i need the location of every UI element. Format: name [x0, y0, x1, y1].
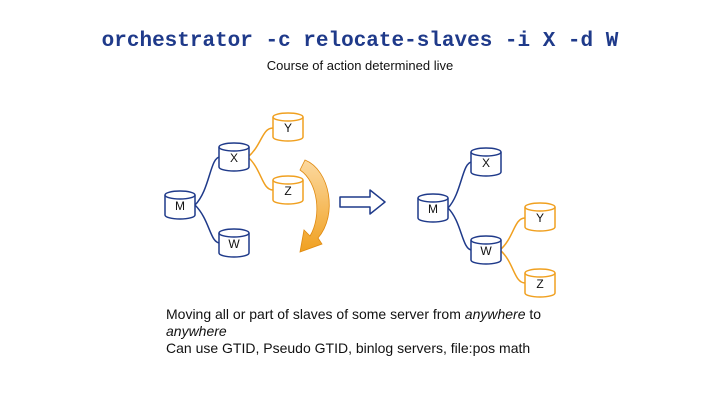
before-node-z-label: Z [284, 184, 291, 198]
page-title: orchestrator -c relocate-slaves -i X -d … [101, 30, 619, 53]
before-node-z: Z [272, 175, 304, 205]
after-node-m-label: M [428, 202, 438, 216]
caption-line-3: Can use GTID, Pseudo GTID, binlog server… [166, 340, 531, 356]
before-node-w-label: W [228, 237, 240, 251]
before-node-w: W [218, 228, 250, 258]
before-node-x-label: X [230, 151, 238, 165]
after-node-w-label: W [480, 244, 492, 258]
before-node-y: Y [272, 112, 304, 142]
after-node-y: Y [524, 202, 556, 232]
after-edge-m-w [447, 207, 473, 251]
curved-move-arrow-icon [299, 159, 330, 253]
caption-line-2: anywhere [166, 323, 586, 340]
caption-emphasis-anywhere-2: anywhere [166, 323, 227, 339]
after-node-x-label: X [482, 156, 490, 170]
caption-line-1-suffix: to [525, 306, 542, 322]
caption-emphasis-anywhere-1: anywhere [464, 306, 526, 322]
before-edge-x-y [247, 127, 274, 158]
before-node-x: X [218, 142, 250, 172]
after-node-z-label: Z [536, 277, 543, 291]
before-node-m: M [164, 190, 196, 220]
caption-text: Moving all or part of slaves of some ser… [166, 306, 586, 357]
after-edge-w-y [499, 217, 526, 251]
caption-line-1: Moving all or part of slaves of some ser… [166, 306, 586, 323]
page-subtitle: Course of action determined live [266, 58, 454, 73]
after-node-m: M [417, 193, 449, 223]
after-node-w: W [470, 235, 502, 265]
transition-arrow-icon [339, 189, 386, 215]
after-node-x: X [470, 147, 502, 177]
after-node-z: Z [524, 268, 556, 298]
before-edge-m-x [194, 156, 221, 206]
caption-line-1-prefix: Moving all or part of slaves of some ser… [166, 306, 465, 322]
before-edge-m-w [194, 204, 221, 244]
before-edge-x-z [247, 156, 274, 191]
after-node-y-label: Y [536, 211, 544, 225]
before-topology: M X W Y Z [164, 112, 304, 258]
before-node-m-label: M [175, 199, 185, 213]
after-edge-w-z [499, 249, 526, 284]
after-edge-m-x [447, 161, 473, 209]
before-node-y-label: Y [284, 121, 292, 135]
after-topology: M X W Y Z [417, 147, 556, 298]
